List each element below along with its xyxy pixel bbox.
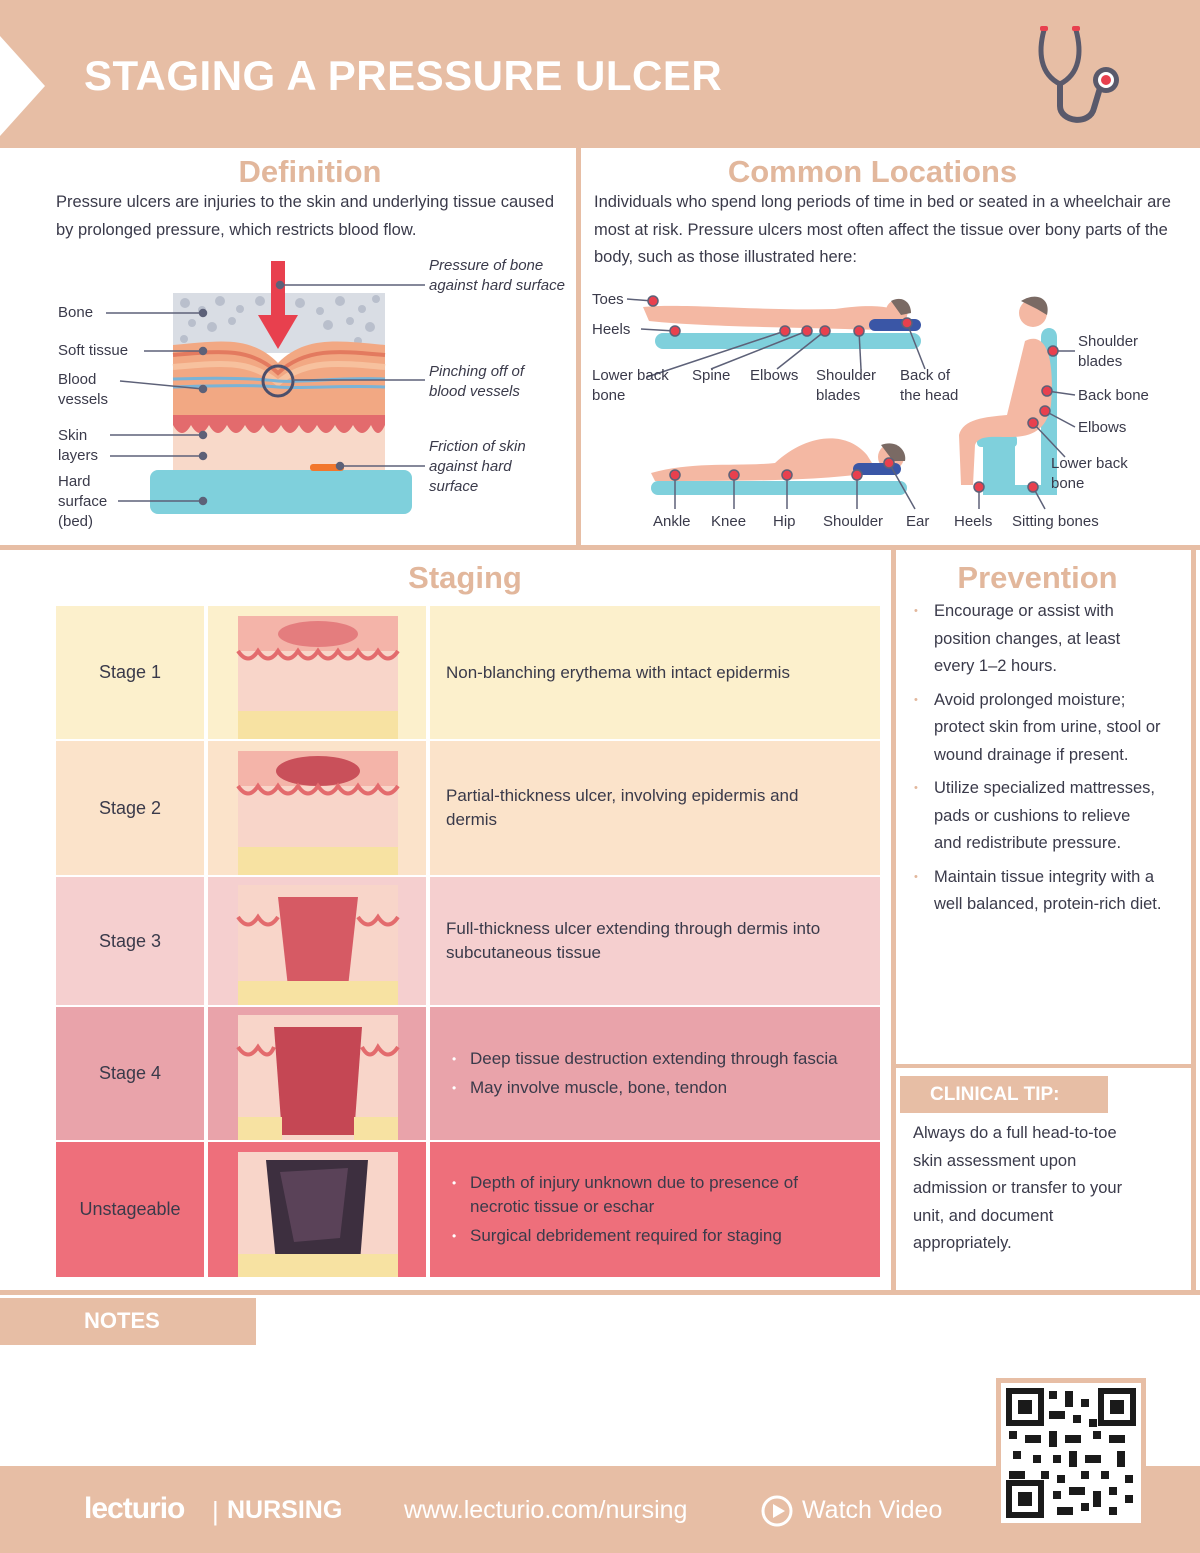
header-arrow-shape bbox=[0, 36, 45, 136]
loc-heels: Heels bbox=[592, 321, 631, 338]
stage-bullet: Depth of injury unknown due to presence … bbox=[446, 1171, 850, 1219]
stage-row: Stage 3 Full-thickness ulcer extending t… bbox=[56, 877, 880, 1005]
label-blood-vessels: Blood vessels bbox=[58, 371, 109, 408]
stage-name: Stage 4 bbox=[56, 1007, 204, 1140]
definition-title: Definition bbox=[238, 154, 382, 189]
prevention-list: Encourage or assist with position change… bbox=[912, 598, 1162, 925]
label-friction: Friction of skin against hard surface bbox=[429, 438, 526, 495]
stage-illustration bbox=[208, 741, 426, 875]
loc-seated-elbows: Elbows bbox=[1078, 419, 1127, 436]
label-soft-tissue: Soft tissue bbox=[58, 342, 129, 359]
clinical-tip-title: CLINICAL TIP: bbox=[900, 1076, 1108, 1113]
stage-description: Depth of injury unknown due to presence … bbox=[430, 1142, 880, 1277]
prevention-title: Prevention bbox=[957, 560, 1118, 595]
qr-code[interactable] bbox=[996, 1378, 1146, 1528]
stage-name: Stage 2 bbox=[56, 741, 204, 875]
watch-video-link[interactable]: Watch Video bbox=[802, 1496, 943, 1524]
page-title: STAGING A PRESSURE ULCER bbox=[84, 52, 723, 99]
loc-knee: Knee bbox=[711, 513, 747, 530]
stage-name: Unstageable bbox=[56, 1142, 204, 1277]
pressure-diagram bbox=[106, 261, 425, 514]
stage-bullet: Deep tissue destruction extending throug… bbox=[446, 1047, 850, 1071]
loc-spine: Spine bbox=[692, 367, 731, 384]
loc-back-bone: Back bone bbox=[1078, 387, 1149, 404]
divider bbox=[576, 148, 581, 546]
loc-sitting-bones: Sitting bones bbox=[1012, 513, 1099, 530]
loc-ear: Ear bbox=[906, 513, 930, 530]
loc-seated-heels: Heels bbox=[954, 513, 993, 530]
loc-back-of-head: Back of the head bbox=[900, 367, 959, 404]
stage-row: Stage 2 Partial-thickness ulcer, involvi… bbox=[56, 741, 880, 875]
notes-title: NOTES bbox=[0, 1298, 256, 1345]
divider bbox=[896, 1064, 1196, 1068]
label-pressure: Pressure of bone against hard surface bbox=[429, 257, 565, 294]
loc-shoulder-blades: Shoulder blades bbox=[816, 367, 877, 404]
label-skin-layers: Skin layers bbox=[58, 427, 99, 464]
staging-title: Staging bbox=[408, 560, 522, 595]
loc-toes: Toes bbox=[592, 291, 624, 308]
stage-bullet: May involve muscle, bone, tendon bbox=[446, 1076, 850, 1100]
loc-shoulder: Shoulder bbox=[823, 513, 884, 530]
prevention-item: Utilize specialized mattresses, pads or … bbox=[912, 775, 1162, 858]
clinical-tip-text: Always do a full head-to-toe skin assess… bbox=[913, 1124, 1123, 1252]
divider bbox=[0, 1290, 1200, 1295]
divider bbox=[0, 545, 1200, 550]
loc-seated-lower-back: Lower back bone bbox=[1051, 455, 1128, 492]
label-bone: Bone bbox=[58, 304, 94, 321]
stage-illustration bbox=[208, 877, 426, 1005]
footer-separator: | bbox=[212, 1496, 219, 1526]
prevention-item: Encourage or assist with position change… bbox=[912, 598, 1162, 681]
loc-ankle: Ankle bbox=[653, 513, 691, 530]
loc-hip: Hip bbox=[773, 513, 796, 530]
loc-lower-back-bone: Lower back bone bbox=[592, 367, 669, 404]
stage-illustration bbox=[208, 1142, 426, 1277]
locations-text: Individuals who spend long periods of ti… bbox=[594, 193, 1171, 266]
label-pinching: Pinching off of blood vessels bbox=[429, 363, 525, 400]
lecturio-logo: lecturio bbox=[84, 1492, 185, 1525]
stage-description: Full-thickness ulcer extending through d… bbox=[430, 877, 880, 1005]
body-locations-figure bbox=[626, 295, 1076, 510]
loc-seated-shoulder-blades: Shoulder blades bbox=[1078, 333, 1139, 370]
stage-row: Stage 1 Non-blanching erythema with inta… bbox=[56, 606, 880, 739]
stage-description: Partial-thickness ulcer, involving epide… bbox=[430, 741, 880, 875]
prevention-item: Avoid prolonged moisture; protect skin f… bbox=[912, 687, 1162, 770]
header-banner bbox=[0, 0, 1200, 148]
play-icon[interactable] bbox=[760, 1494, 794, 1528]
definition-text: Pressure ulcers are injuries to the skin… bbox=[56, 193, 555, 239]
stethoscope-icon bbox=[1038, 26, 1119, 123]
stage-description: Deep tissue destruction extending throug… bbox=[430, 1007, 880, 1140]
stage-name: Stage 3 bbox=[56, 877, 204, 1005]
label-hard-surface: Hard surface (bed) bbox=[58, 473, 108, 530]
stage-row: Stage 4 Deep tissue destruction extendin… bbox=[56, 1007, 880, 1140]
footer-brand: NURSING bbox=[227, 1496, 343, 1524]
prevention-item: Maintain tissue integrity with a well ba… bbox=[912, 864, 1162, 919]
stage-description: Non-blanching erythema with intact epide… bbox=[430, 606, 880, 739]
locations-title: Common Locations bbox=[727, 154, 1018, 189]
stage-bullet: Surgical debridement required for stagin… bbox=[446, 1224, 850, 1248]
divider bbox=[1191, 550, 1196, 1292]
divider bbox=[891, 550, 896, 1292]
stage-illustration bbox=[208, 1007, 426, 1140]
stage-name: Stage 1 bbox=[56, 606, 204, 739]
footer-url-link[interactable]: www.lecturio.com/nursing bbox=[404, 1496, 688, 1524]
stage-illustration bbox=[208, 606, 426, 739]
stage-row: Unstageable Depth of injury unknown due … bbox=[56, 1142, 880, 1277]
loc-elbows: Elbows bbox=[750, 367, 799, 384]
